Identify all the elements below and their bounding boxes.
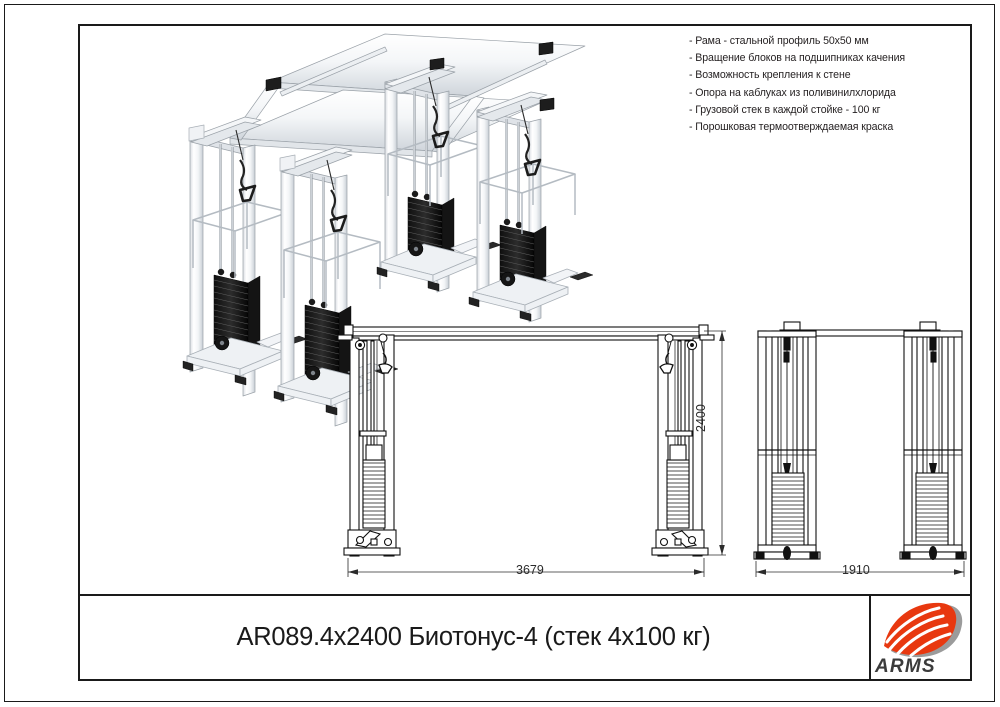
dimension-label-height-front: 2400 (694, 404, 708, 432)
isometric-render (182, 33, 594, 427)
side-elevation-view (753, 321, 967, 577)
tower-b (273, 146, 399, 427)
dimension-line-1910 (755, 561, 965, 577)
front-tower-left (337, 333, 401, 557)
dimension-line-2400 (704, 330, 726, 556)
dimension-label-width-side: 1910 (842, 563, 870, 577)
sheet-inner-border (78, 24, 972, 681)
dimension-label-width-front: 3679 (516, 563, 544, 577)
logo-cell-divider (869, 594, 871, 681)
side-tower-right (899, 330, 967, 560)
feature-item-wall-mount: - Возможность крепления к стене (689, 69, 851, 82)
drawing-title-text: AR089.4x2400 Биотонус-4 (стек 4x100 кг) (236, 623, 711, 651)
feature-item-bearings: - Вращение блоков на подшипниках качения (689, 52, 906, 65)
feature-item-weight-stack: - Грузовой стек в каждой стойке - 100 кг (689, 103, 881, 116)
front-tower-right (651, 333, 715, 557)
side-weight-stack-left (771, 463, 805, 552)
feature-item-powder-coat: - Порошковая термоотверждаемая краска (689, 121, 894, 134)
tower-d (468, 91, 594, 323)
dimension-line-3679 (347, 558, 705, 577)
side-tower-left (753, 330, 821, 560)
title-block-divider (78, 594, 972, 596)
feature-item-frame: - Рама - стальной профиль 50х50 мм (689, 35, 869, 47)
tower-c (376, 63, 502, 293)
front-elevation-view (337, 324, 726, 577)
arms-wordmark: ARMS (874, 656, 936, 677)
feature-item-pvc-feet: - Опора на каблуках из поливинилхлорида (689, 86, 896, 99)
drawing-title: AR089.4x2400 Биотонус-4 (стек 4x100 кг) (78, 594, 869, 681)
front-weight-stack-right (666, 444, 690, 529)
arms-swoosh-icon: ARMS (874, 602, 963, 677)
front-weight-stack-left (362, 444, 386, 529)
feature-list: - Рама - стальной профиль 50х50 мм - Вра… (689, 33, 969, 136)
side-weight-stack-right (915, 463, 949, 552)
arms-logo: ARMS (871, 596, 971, 679)
sheet-outer-border (4, 4, 995, 702)
